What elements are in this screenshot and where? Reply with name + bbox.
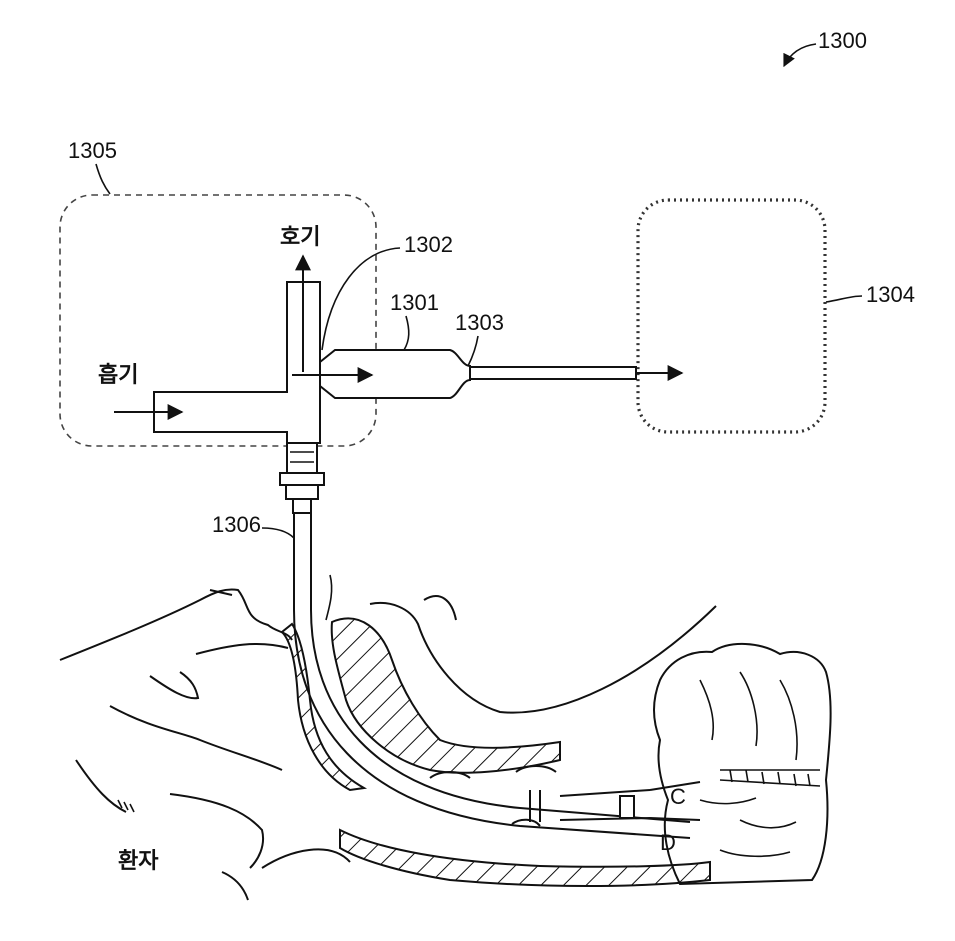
dotted-box-1304: 1304 [638, 200, 915, 432]
exhale-label: 호기 [280, 224, 320, 249]
label-1303: 1303 [455, 310, 504, 335]
label-d: D [660, 830, 676, 855]
sampling-line-1303: 1303 [455, 310, 682, 379]
lung-tissue [654, 644, 831, 884]
tube-connector [280, 443, 324, 513]
label-1306-group: 1306 [212, 512, 294, 538]
patient-head: 환자 [60, 589, 350, 900]
svg-text:1300: 1300 [818, 28, 867, 53]
label-c: C [670, 784, 686, 809]
inhale-label: 흡기 [98, 362, 138, 387]
figure-number: 1300 [784, 28, 867, 66]
t-piece-connector: 호기 흡기 [98, 224, 320, 443]
airway-anatomy [282, 596, 716, 886]
label-1304: 1304 [866, 282, 915, 307]
patient-label: 환자 [118, 848, 159, 873]
label-1306: 1306 [212, 512, 261, 537]
label-1305: 1305 [68, 138, 117, 163]
label-1302: 1302 [404, 232, 453, 257]
label-1301: 1301 [390, 290, 439, 315]
